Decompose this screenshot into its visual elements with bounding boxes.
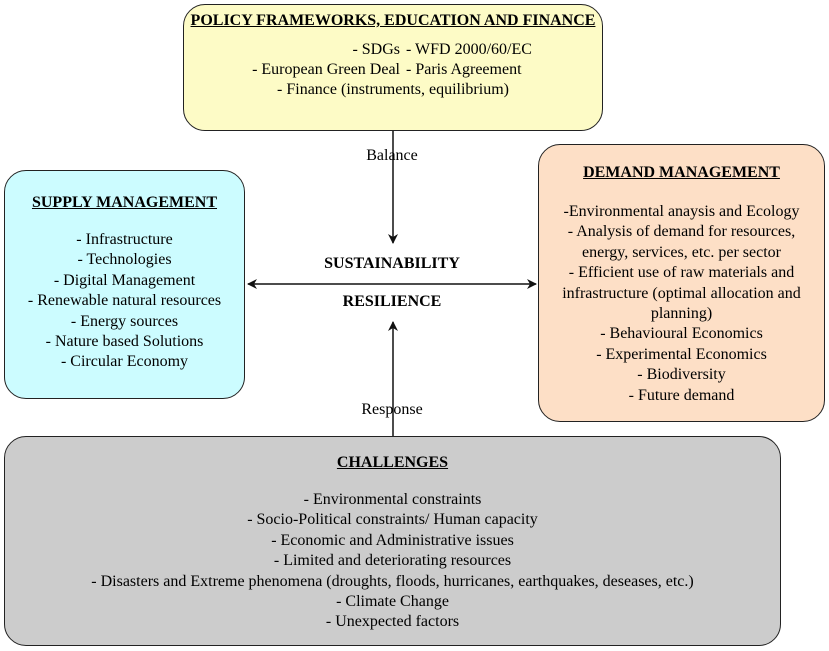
supply-box: SUPPLY MANAGEMENT - Infrastructure - Tec… bbox=[4, 170, 245, 399]
policy-item: - Paris Agreement bbox=[406, 61, 522, 78]
challenges-box: CHALLENGES - Environmental constraints -… bbox=[4, 436, 781, 646]
policy-title: POLICY FRAMEWORKS, EDUCATION AND FINANCE bbox=[190, 12, 596, 29]
supply-item: - Digital Management bbox=[53, 271, 196, 289]
challenges-item: - Economic and Administrative issues bbox=[271, 531, 514, 549]
demand-item: - Experimental Economics bbox=[596, 345, 767, 363]
challenges-item: - Climate Change bbox=[336, 593, 449, 611]
policy-item: - WFD 2000/60/EC bbox=[406, 41, 532, 58]
challenges-item: - Environmental constraints bbox=[303, 491, 482, 508]
supply-item: - Technologies bbox=[77, 251, 172, 269]
challenges-item: - Disasters and Extreme phenomena (droug… bbox=[91, 572, 694, 590]
demand-box: DEMAND MANAGEMENT -Environmental anaysis… bbox=[538, 144, 825, 422]
supply-item: - Nature based Solutions bbox=[45, 333, 204, 351]
supply-items: - Infrastructure - Technologies - Digita… bbox=[5, 230, 244, 373]
policy-item: - SDGs bbox=[352, 41, 400, 58]
demand-item: - Biodiversity bbox=[637, 366, 726, 384]
supply-item: - Renewable natural resources bbox=[27, 292, 222, 310]
supply-item: - Energy sources bbox=[70, 312, 179, 330]
supply-item: - Circular Economy bbox=[60, 353, 189, 371]
challenges-item: - Unexpected factors bbox=[325, 613, 460, 631]
supply-title: SUPPLY MANAGEMENT bbox=[31, 194, 218, 211]
demand-item: infrastructure (optimal allocation and bbox=[562, 284, 801, 302]
demand-item: energy, services, etc. per sector bbox=[581, 243, 781, 261]
demand-item: - Analysis of demand for resources, bbox=[567, 223, 796, 241]
demand-item: planning) bbox=[650, 305, 713, 323]
demand-item: - Efficient use of raw materials and bbox=[568, 264, 795, 282]
supply-item: - Infrastructure bbox=[76, 231, 173, 248]
challenges-item: - Limited and deteriorating resources bbox=[273, 552, 512, 570]
demand-item: - Behavioural Economics bbox=[600, 325, 763, 343]
demand-item: -Environmental anaysis and Ecology bbox=[563, 203, 800, 220]
response-label: Response bbox=[361, 401, 423, 418]
challenges-item: - Socio-Political constraints/ Human cap… bbox=[247, 511, 538, 529]
policy-item: - Finance (instruments, equilibrium) bbox=[277, 81, 509, 98]
challenges-title: CHALLENGES bbox=[336, 454, 449, 471]
demand-item: - Future demand bbox=[628, 386, 735, 404]
resilience-label: RESILIENCE bbox=[342, 293, 442, 310]
demand-items: -Environmental anaysis and Ecology - Ana… bbox=[539, 202, 824, 406]
policy-item: - European Green Deal bbox=[252, 61, 400, 78]
policy-items: - SDGs - WFD 2000/60/EC - European Green… bbox=[184, 40, 602, 80]
sustainability-label: SUSTAINABILITY bbox=[324, 255, 460, 272]
balance-label: Balance bbox=[366, 147, 418, 164]
demand-title: DEMAND MANAGEMENT bbox=[583, 164, 780, 181]
policy-box: POLICY FRAMEWORKS, EDUCATION AND FINANCE… bbox=[183, 4, 603, 131]
challenges-items: - Environmental constraints - Socio-Poli… bbox=[5, 490, 780, 633]
